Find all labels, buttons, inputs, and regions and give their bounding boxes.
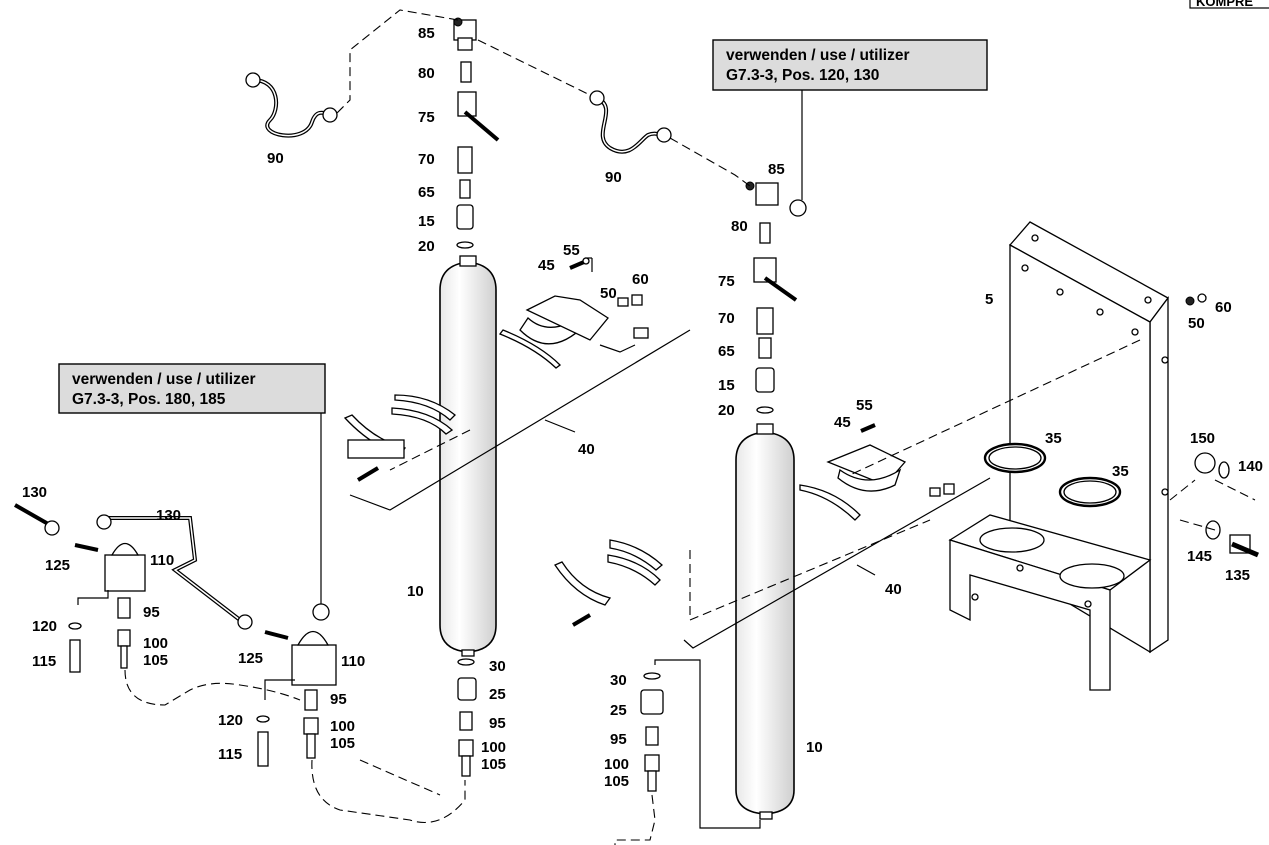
label-95b: 95 xyxy=(330,691,347,708)
note-top-line2: G7.3-3, Pos. 120, 130 xyxy=(726,67,879,84)
label-60b: 60 xyxy=(1215,299,1232,316)
label-5: 5 xyxy=(985,291,993,308)
label-95a: 95 xyxy=(143,604,160,621)
note-left-line2: G7.3-3, Pos. 180, 185 xyxy=(72,391,226,408)
note-top-line1: verwenden / use / utilizer xyxy=(726,47,909,64)
label-30b: 30 xyxy=(610,672,627,689)
right-tank-assembly xyxy=(640,181,807,820)
label-45b: 45 xyxy=(834,414,851,431)
label-25a: 25 xyxy=(489,686,506,703)
label-60a: 60 xyxy=(632,271,649,288)
label-55a: 55 xyxy=(563,242,580,259)
note-box-left: verwenden / use / utilizer G7.3-3, Pos. … xyxy=(58,363,326,605)
label-10a: 10 xyxy=(407,583,424,600)
label-80a: 80 xyxy=(418,65,435,82)
corner-label: KOMPRE xyxy=(1189,0,1269,9)
label-65a: 65 xyxy=(418,184,435,201)
left-clamps xyxy=(343,257,649,482)
label-120a: 120 xyxy=(32,618,57,635)
label-90b: 90 xyxy=(605,169,622,186)
label-50b: 50 xyxy=(1188,315,1205,332)
label-105a: 105 xyxy=(143,652,168,669)
label-40a: 40 xyxy=(578,441,595,458)
left-tank-assembly xyxy=(439,17,500,777)
corner-label-text: KOMPRE xyxy=(1196,0,1253,9)
right-clamp-plane xyxy=(683,477,991,649)
label-115b: 115 xyxy=(218,746,242,763)
label-105c: 105 xyxy=(481,756,506,773)
label-100c: 100 xyxy=(481,739,506,756)
label-15b: 15 xyxy=(718,377,735,394)
label-100b: 100 xyxy=(330,718,355,735)
note-left-line1: verwenden / use / utilizer xyxy=(72,371,255,388)
label-40b: 40 xyxy=(885,581,902,598)
label-115a: 115 xyxy=(32,653,56,670)
label-35b: 35 xyxy=(1112,463,1129,480)
label-95c: 95 xyxy=(489,715,506,732)
mounting-frame xyxy=(948,221,1259,691)
label-30a: 30 xyxy=(489,658,506,675)
left-solenoid-valve xyxy=(68,542,146,673)
label-130b: 130 xyxy=(156,507,181,524)
label-125a: 125 xyxy=(45,557,70,574)
label-20b: 20 xyxy=(718,402,735,419)
label-80b: 80 xyxy=(731,218,748,235)
label-65b: 65 xyxy=(718,343,735,360)
label-75b: 75 xyxy=(718,273,735,290)
part-labels: 85 80 75 70 65 15 20 90 90 85 80 75 70 6… xyxy=(22,25,1263,790)
label-10b: 10 xyxy=(806,739,823,756)
right-clamps xyxy=(554,423,955,627)
label-125b: 125 xyxy=(238,650,263,667)
left-tank xyxy=(439,261,497,653)
label-85a: 85 xyxy=(418,25,435,42)
label-50a: 50 xyxy=(600,285,617,302)
label-105b: 105 xyxy=(330,735,355,752)
left-clamp-plane xyxy=(349,329,691,511)
label-90a: 90 xyxy=(267,150,284,167)
label-95d: 95 xyxy=(610,731,627,748)
label-35a: 35 xyxy=(1045,430,1062,447)
label-70b: 70 xyxy=(718,310,735,327)
label-110a: 110 xyxy=(150,552,174,569)
note-box-top: verwenden / use / utilizer G7.3-3, Pos. … xyxy=(712,39,988,200)
label-55b: 55 xyxy=(856,397,873,414)
label-70a: 70 xyxy=(418,151,435,168)
label-45a: 45 xyxy=(538,257,555,274)
label-15a: 15 xyxy=(418,213,435,230)
right-tank xyxy=(735,431,795,815)
label-100a: 100 xyxy=(143,635,168,652)
label-75a: 75 xyxy=(418,109,435,126)
right-solenoid-valve xyxy=(256,603,337,767)
label-130a: 130 xyxy=(22,484,47,501)
label-110b: 110 xyxy=(341,653,365,670)
label-150: 150 xyxy=(1190,430,1215,447)
label-20a: 20 xyxy=(418,238,435,255)
label-100d: 100 xyxy=(604,756,629,773)
label-105d: 105 xyxy=(604,773,629,790)
label-135: 135 xyxy=(1225,567,1250,584)
label-145: 145 xyxy=(1187,548,1212,565)
label-85b: 85 xyxy=(768,161,785,178)
label-140: 140 xyxy=(1238,458,1263,475)
label-25b: 25 xyxy=(610,702,627,719)
label-120b: 120 xyxy=(218,712,243,729)
